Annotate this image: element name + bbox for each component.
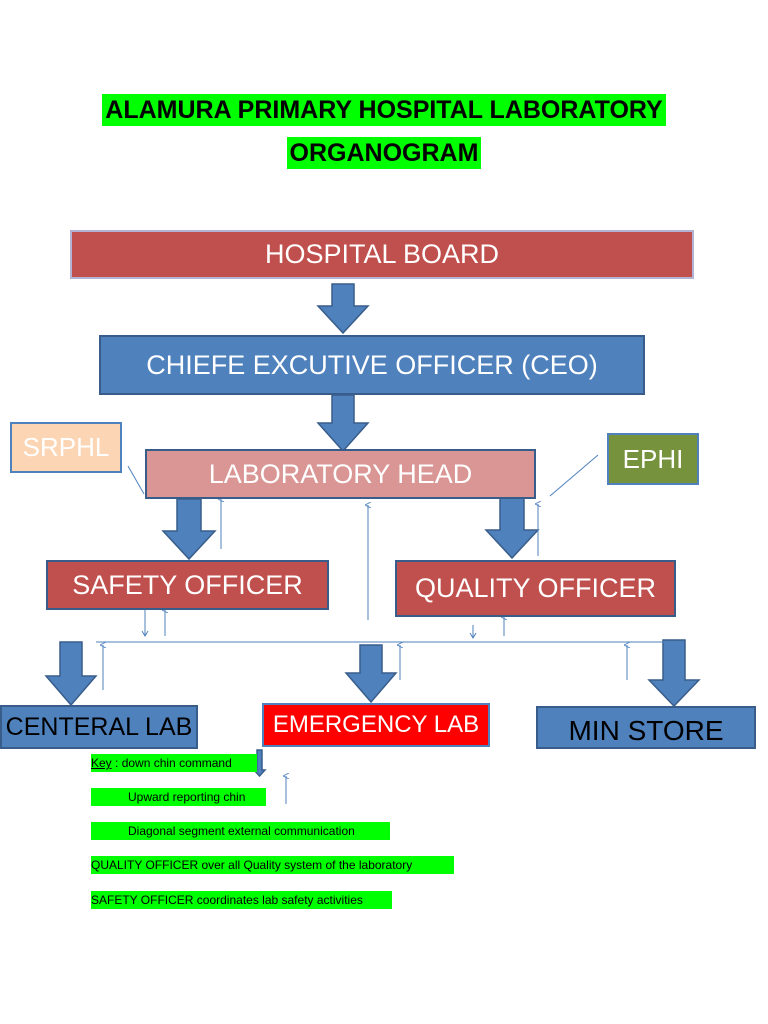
node-quality-officer-label: QUALITY OFFICER bbox=[414, 573, 657, 603]
node-lab-head: LABORATORY HEAD bbox=[145, 449, 536, 499]
arrow-to-min-store bbox=[647, 639, 701, 708]
arrow-to-emergency-lab bbox=[344, 644, 398, 704]
title-text-1: ALAMURA PRIMARY HOSPITAL LABORATORY bbox=[102, 94, 666, 126]
key-label: Key bbox=[91, 756, 112, 770]
node-srphl: SRPHL bbox=[10, 422, 122, 473]
title-line-2: ORGANOGRAM bbox=[0, 137, 768, 169]
title-text-2: ORGANOGRAM bbox=[286, 137, 482, 169]
key-upward-row: Upward reporting chin bbox=[91, 788, 266, 806]
key-diagonal-row: Diagonal segment external communication bbox=[91, 822, 390, 840]
node-srphl-label: SRPHL bbox=[22, 432, 110, 462]
node-min-store: MIN STORE bbox=[536, 706, 756, 749]
node-lab-head-label: LABORATORY HEAD bbox=[208, 458, 473, 489]
node-emergency-lab-label: EMERGENCY LAB bbox=[272, 711, 480, 738]
node-central-lab: CENTERAL LAB bbox=[0, 705, 198, 749]
key-diagonal-text: Diagonal segment external communication bbox=[128, 824, 355, 838]
node-emergency-lab: EMERGENCY LAB bbox=[262, 703, 490, 747]
node-hospital-board-label: HOSPITAL BOARD bbox=[264, 239, 500, 269]
arrow-to-central-lab bbox=[44, 641, 98, 707]
node-central-lab-label: CENTERAL LAB bbox=[5, 712, 193, 741]
arrow-ceo-to-labhead bbox=[316, 394, 370, 453]
title-line-1: ALAMURA PRIMARY HOSPITAL LABORATORY bbox=[0, 94, 768, 126]
node-safety-officer: SAFETY OFFICER bbox=[46, 560, 329, 610]
key-sep: : bbox=[111, 756, 119, 770]
node-ephi-label: EPHI bbox=[622, 443, 684, 474]
node-ephi: EPHI bbox=[607, 433, 699, 485]
node-hospital-board: HOSPITAL BOARD bbox=[70, 230, 694, 279]
node-min-store-label: MIN STORE bbox=[568, 715, 724, 746]
key-down-text: down chin command bbox=[118, 756, 232, 770]
node-ceo-label: CHIEFE EXCUTIVE OFFICER (CEO) bbox=[146, 349, 598, 380]
arrow-labhead-to-quality bbox=[484, 497, 540, 560]
arrow-board-to-ceo bbox=[316, 283, 370, 335]
key-upward-text: Upward reporting chin bbox=[128, 790, 246, 804]
key-safety-row: SAFETY OFFICER coordinates lab safety ac… bbox=[91, 891, 392, 909]
node-safety-officer-label: SAFETY OFFICER bbox=[72, 569, 303, 600]
key-safety-text: SAFETY OFFICER coordinates lab safety ac… bbox=[91, 893, 363, 907]
key-quality-row: QUALITY OFFICER over all Quality system … bbox=[91, 856, 454, 874]
node-ceo: CHIEFE EXCUTIVE OFFICER (CEO) bbox=[99, 335, 645, 395]
key-down-row: Key : down chin command bbox=[91, 754, 257, 772]
node-quality-officer: QUALITY OFFICER bbox=[395, 560, 676, 617]
arrow-labhead-to-safety bbox=[161, 498, 217, 561]
key-quality-text: QUALITY OFFICER over all Quality system … bbox=[91, 858, 413, 872]
